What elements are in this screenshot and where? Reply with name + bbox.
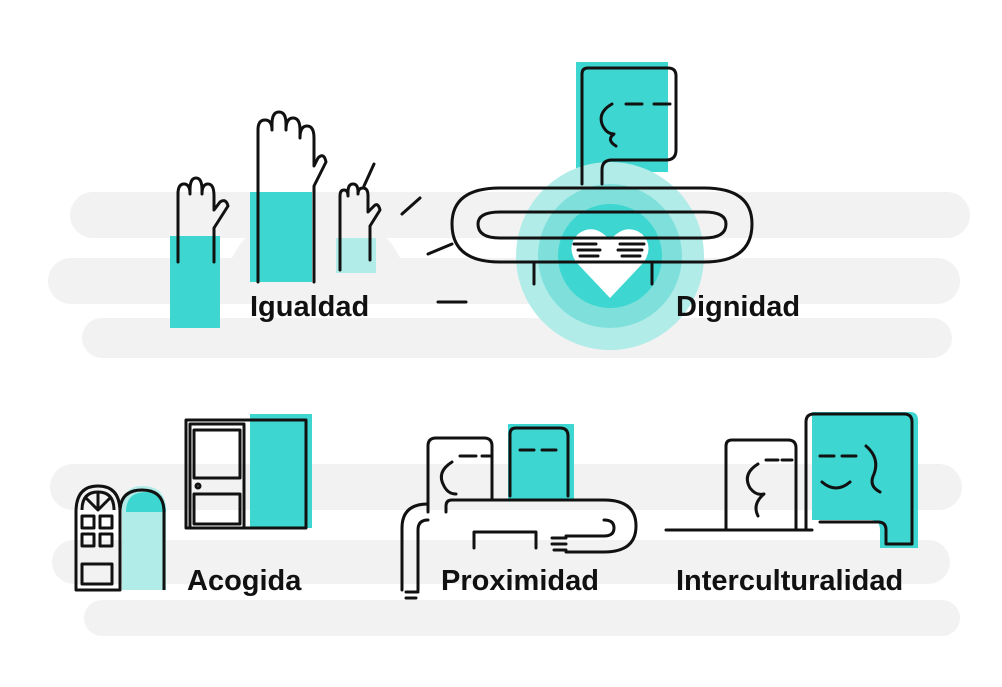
label-proximidad: Proximidad	[441, 565, 599, 597]
doors-icon	[74, 414, 312, 592]
label-interculturalidad: Interculturalidad	[676, 565, 904, 597]
two-faces-icon	[664, 412, 918, 548]
raised-hands-icon	[170, 110, 468, 328]
label-igualdad: Igualdad	[250, 291, 370, 323]
embracing-heart-icon	[450, 62, 754, 350]
two-people-reaching-icon	[400, 424, 638, 600]
label-acogida: Acogida	[187, 565, 302, 597]
label-dignidad: Dignidad	[676, 291, 801, 323]
